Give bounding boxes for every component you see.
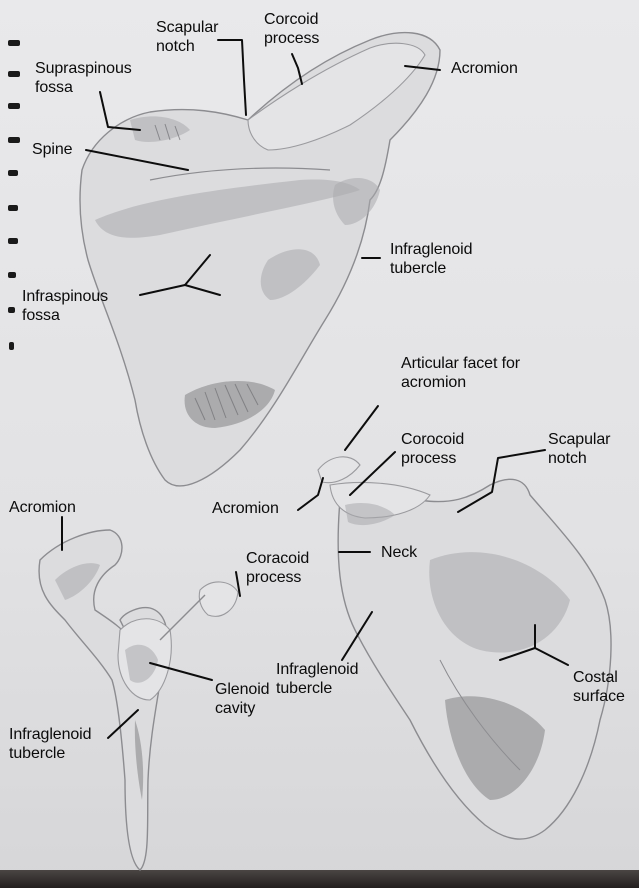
- label-articular-facet: Articular facet for acromion: [401, 354, 520, 392]
- label-glenoid-cavity: Glenoid cavity: [215, 680, 269, 718]
- leader-articular-facet: [345, 406, 378, 450]
- leader-scapular-notch-top: [218, 40, 246, 115]
- label-neck: Neck: [381, 543, 417, 562]
- label-scapular-notch-top: Scapular notch: [156, 18, 218, 56]
- label-corcoid-process: Corcoid process: [264, 10, 319, 48]
- label-spine: Spine: [32, 140, 72, 159]
- label-infraglenoid-tubercle-left: Infraglenoid tubercle: [9, 725, 91, 763]
- label-acromion-middle: Acromion: [212, 499, 279, 518]
- label-infraspinous-fossa: Infraspinous fossa: [22, 287, 108, 325]
- label-costal-surface: Costal surface: [573, 668, 625, 706]
- label-acromion-top: Acromion: [451, 59, 518, 78]
- label-supraspinous-fossa: Supraspinous fossa: [35, 59, 132, 97]
- scapula-posterior-sketch: [80, 33, 440, 486]
- label-infraglenoid-tubercle-top: Infraglenoid tubercle: [390, 240, 472, 278]
- label-coracoid-process: Coracoid process: [246, 549, 309, 587]
- scapula-anterior-sketch: [318, 457, 611, 839]
- label-corocoid-process: Corocoid process: [401, 430, 464, 468]
- leader-acromion-middle: [298, 478, 323, 510]
- label-infraglenoid-tubercle-middle: Infraglenoid tubercle: [276, 660, 358, 698]
- label-scapular-notch-right: Scapular notch: [548, 430, 610, 468]
- scapula-lateral-sketch: [39, 530, 238, 870]
- spiral-binding-icon: [8, 40, 20, 350]
- label-acromion-left: Acromion: [9, 498, 76, 517]
